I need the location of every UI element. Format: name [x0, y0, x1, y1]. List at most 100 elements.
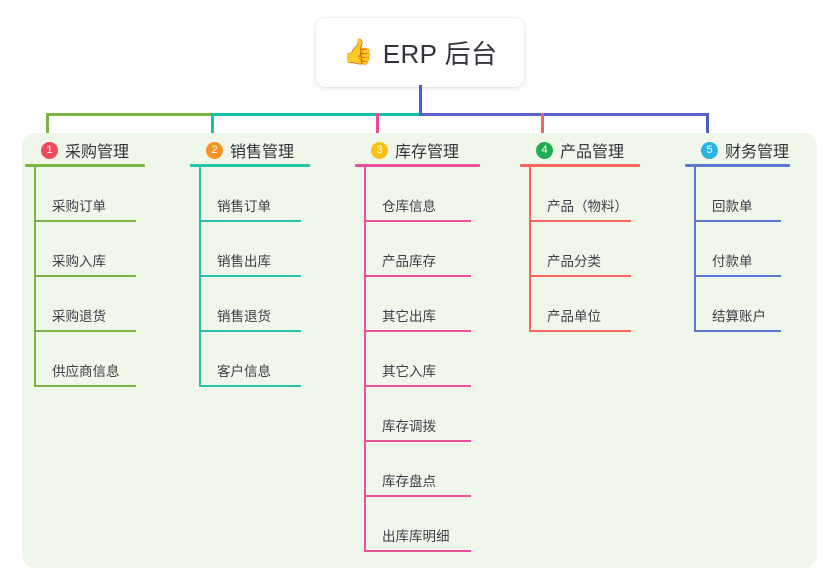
list-item-rule: [199, 330, 301, 332]
column-badge-1: 1: [41, 141, 58, 159]
list-item[interactable]: 销售订单: [190, 167, 340, 222]
list-item[interactable]: 产品（物料）: [520, 167, 670, 222]
list-item[interactable]: 结算账户: [685, 277, 820, 332]
root-title: ERP 后台: [382, 39, 498, 69]
list-item-label: 销售出库: [217, 254, 271, 269]
column-title-3: 库存管理: [395, 144, 460, 161]
column-spine-1: [34, 167, 36, 387]
list-item-label: 产品库存: [382, 254, 436, 269]
column-header-rule-2: [190, 164, 310, 167]
list-item-label: 库存盘点: [382, 474, 436, 489]
list-item[interactable]: 其它入库: [355, 332, 510, 387]
list-item-rule: [199, 220, 301, 222]
column-header-rule-1: [25, 164, 145, 167]
list-item-rule: [529, 330, 631, 332]
column-badge-3: 3: [371, 141, 388, 159]
column-spine-4: [529, 167, 531, 332]
list-item[interactable]: 付款单: [685, 222, 820, 277]
list-item-label: 出库库明细: [382, 529, 450, 544]
column-spine-2: [199, 167, 201, 387]
column-badge-4: 4: [536, 141, 553, 159]
list-item-label: 供应商信息: [52, 364, 120, 379]
list-item-rule: [694, 220, 781, 222]
list-item[interactable]: 库存盘点: [355, 442, 510, 497]
list-item-rule: [529, 220, 631, 222]
list-item-rule: [364, 220, 471, 222]
list-item-rule: [199, 385, 301, 387]
column-header-1[interactable]: 1 采购管理: [25, 133, 175, 167]
column-1: 1 采购管理采购订单采购入库采购退货供应商信息: [25, 133, 175, 387]
column-badge-5: 5: [701, 141, 718, 159]
list-item-label: 采购入库: [52, 254, 106, 269]
list-item[interactable]: 出库库明细: [355, 497, 510, 552]
column-title-5: 财务管理: [725, 144, 790, 161]
list-item-rule: [364, 275, 471, 277]
list-item[interactable]: 其它出库: [355, 277, 510, 332]
list-item[interactable]: 采购订单: [25, 167, 175, 222]
list-item-label: 客户信息: [217, 364, 271, 379]
column-items-5: 回款单付款单结算账户: [685, 167, 820, 332]
column-header-rule-3: [355, 164, 480, 167]
list-item-label: 产品单位: [547, 309, 601, 324]
list-item-rule: [529, 275, 631, 277]
list-item-rule: [364, 330, 471, 332]
list-item-rule: [694, 330, 781, 332]
list-item[interactable]: 库存调拨: [355, 387, 510, 442]
list-item[interactable]: 销售退货: [190, 277, 340, 332]
connector-bar-green: [45, 113, 214, 116]
list-item-rule: [34, 330, 136, 332]
diagram-panel: 1 采购管理采购订单采购入库采购退货供应商信息 2 销售管理销售订单销售出库销售退货客…: [22, 133, 817, 568]
column-badge-2: 2: [206, 141, 223, 159]
list-item-label: 产品分类: [547, 254, 601, 269]
list-item[interactable]: 供应商信息: [25, 332, 175, 387]
column-header-rule-4: [520, 164, 640, 167]
list-item[interactable]: 产品库存: [355, 222, 510, 277]
connector-bar-indigo: [418, 113, 709, 116]
list-item[interactable]: 产品分类: [520, 222, 670, 277]
list-item[interactable]: 销售出库: [190, 222, 340, 277]
list-item-label: 销售退货: [217, 309, 271, 324]
column-header-rule-5: [685, 164, 790, 167]
list-item-label: 付款单: [712, 254, 753, 269]
column-title-1: 采购管理: [65, 144, 130, 161]
list-item-rule: [364, 550, 471, 552]
column-4: 4 产品管理产品（物料） 产品分类产品单位: [520, 133, 670, 332]
column-header-4[interactable]: 4 产品管理: [520, 133, 670, 167]
column-2: 2 销售管理销售订单销售出库销售退货客户信息: [190, 133, 340, 387]
list-item[interactable]: 仓库信息: [355, 167, 510, 222]
column-spine-5: [694, 167, 696, 332]
list-item-label: 其它入库: [382, 364, 436, 379]
thumbs-up-icon: 👍: [342, 38, 374, 66]
list-item-rule: [34, 220, 136, 222]
column-3: 3 库存管理仓库信息产品库存其它出库其它入库库存调拨库存盘点出库库明细: [355, 133, 510, 552]
list-item-rule: [364, 495, 471, 497]
list-item[interactable]: 回款单: [685, 167, 820, 222]
root-trunk: [418, 85, 422, 116]
list-item[interactable]: 采购退货: [25, 277, 175, 332]
list-item-rule: [34, 385, 136, 387]
list-item-label: 产品（物料）: [547, 199, 628, 214]
list-item-label: 库存调拨: [382, 419, 436, 434]
column-header-2[interactable]: 2 销售管理: [190, 133, 340, 167]
column-title-2: 销售管理: [230, 144, 295, 161]
list-item-label: 采购退货: [52, 309, 106, 324]
column-items-4: 产品（物料） 产品分类产品单位: [520, 167, 670, 332]
column-items-2: 销售订单销售出库销售退货客户信息: [190, 167, 340, 387]
column-title-4: 产品管理: [560, 144, 625, 161]
list-item-label: 仓库信息: [382, 199, 436, 214]
list-item-rule: [34, 275, 136, 277]
list-item[interactable]: 客户信息: [190, 332, 340, 387]
connector-bar-teal: [210, 113, 422, 116]
list-item-rule: [694, 275, 781, 277]
list-item-label: 其它出库: [382, 309, 436, 324]
list-item[interactable]: 采购入库: [25, 222, 175, 277]
list-item-rule: [199, 275, 301, 277]
list-item-rule: [364, 385, 471, 387]
list-item[interactable]: 产品单位: [520, 277, 670, 332]
root-node[interactable]: 👍 ERP 后台: [316, 18, 524, 87]
list-item-label: 结算账户: [712, 309, 766, 324]
column-spine-3: [364, 167, 366, 552]
column-header-3[interactable]: 3 库存管理: [355, 133, 510, 167]
list-item-rule: [364, 440, 471, 442]
column-header-5[interactable]: 5 财务管理: [685, 133, 820, 167]
